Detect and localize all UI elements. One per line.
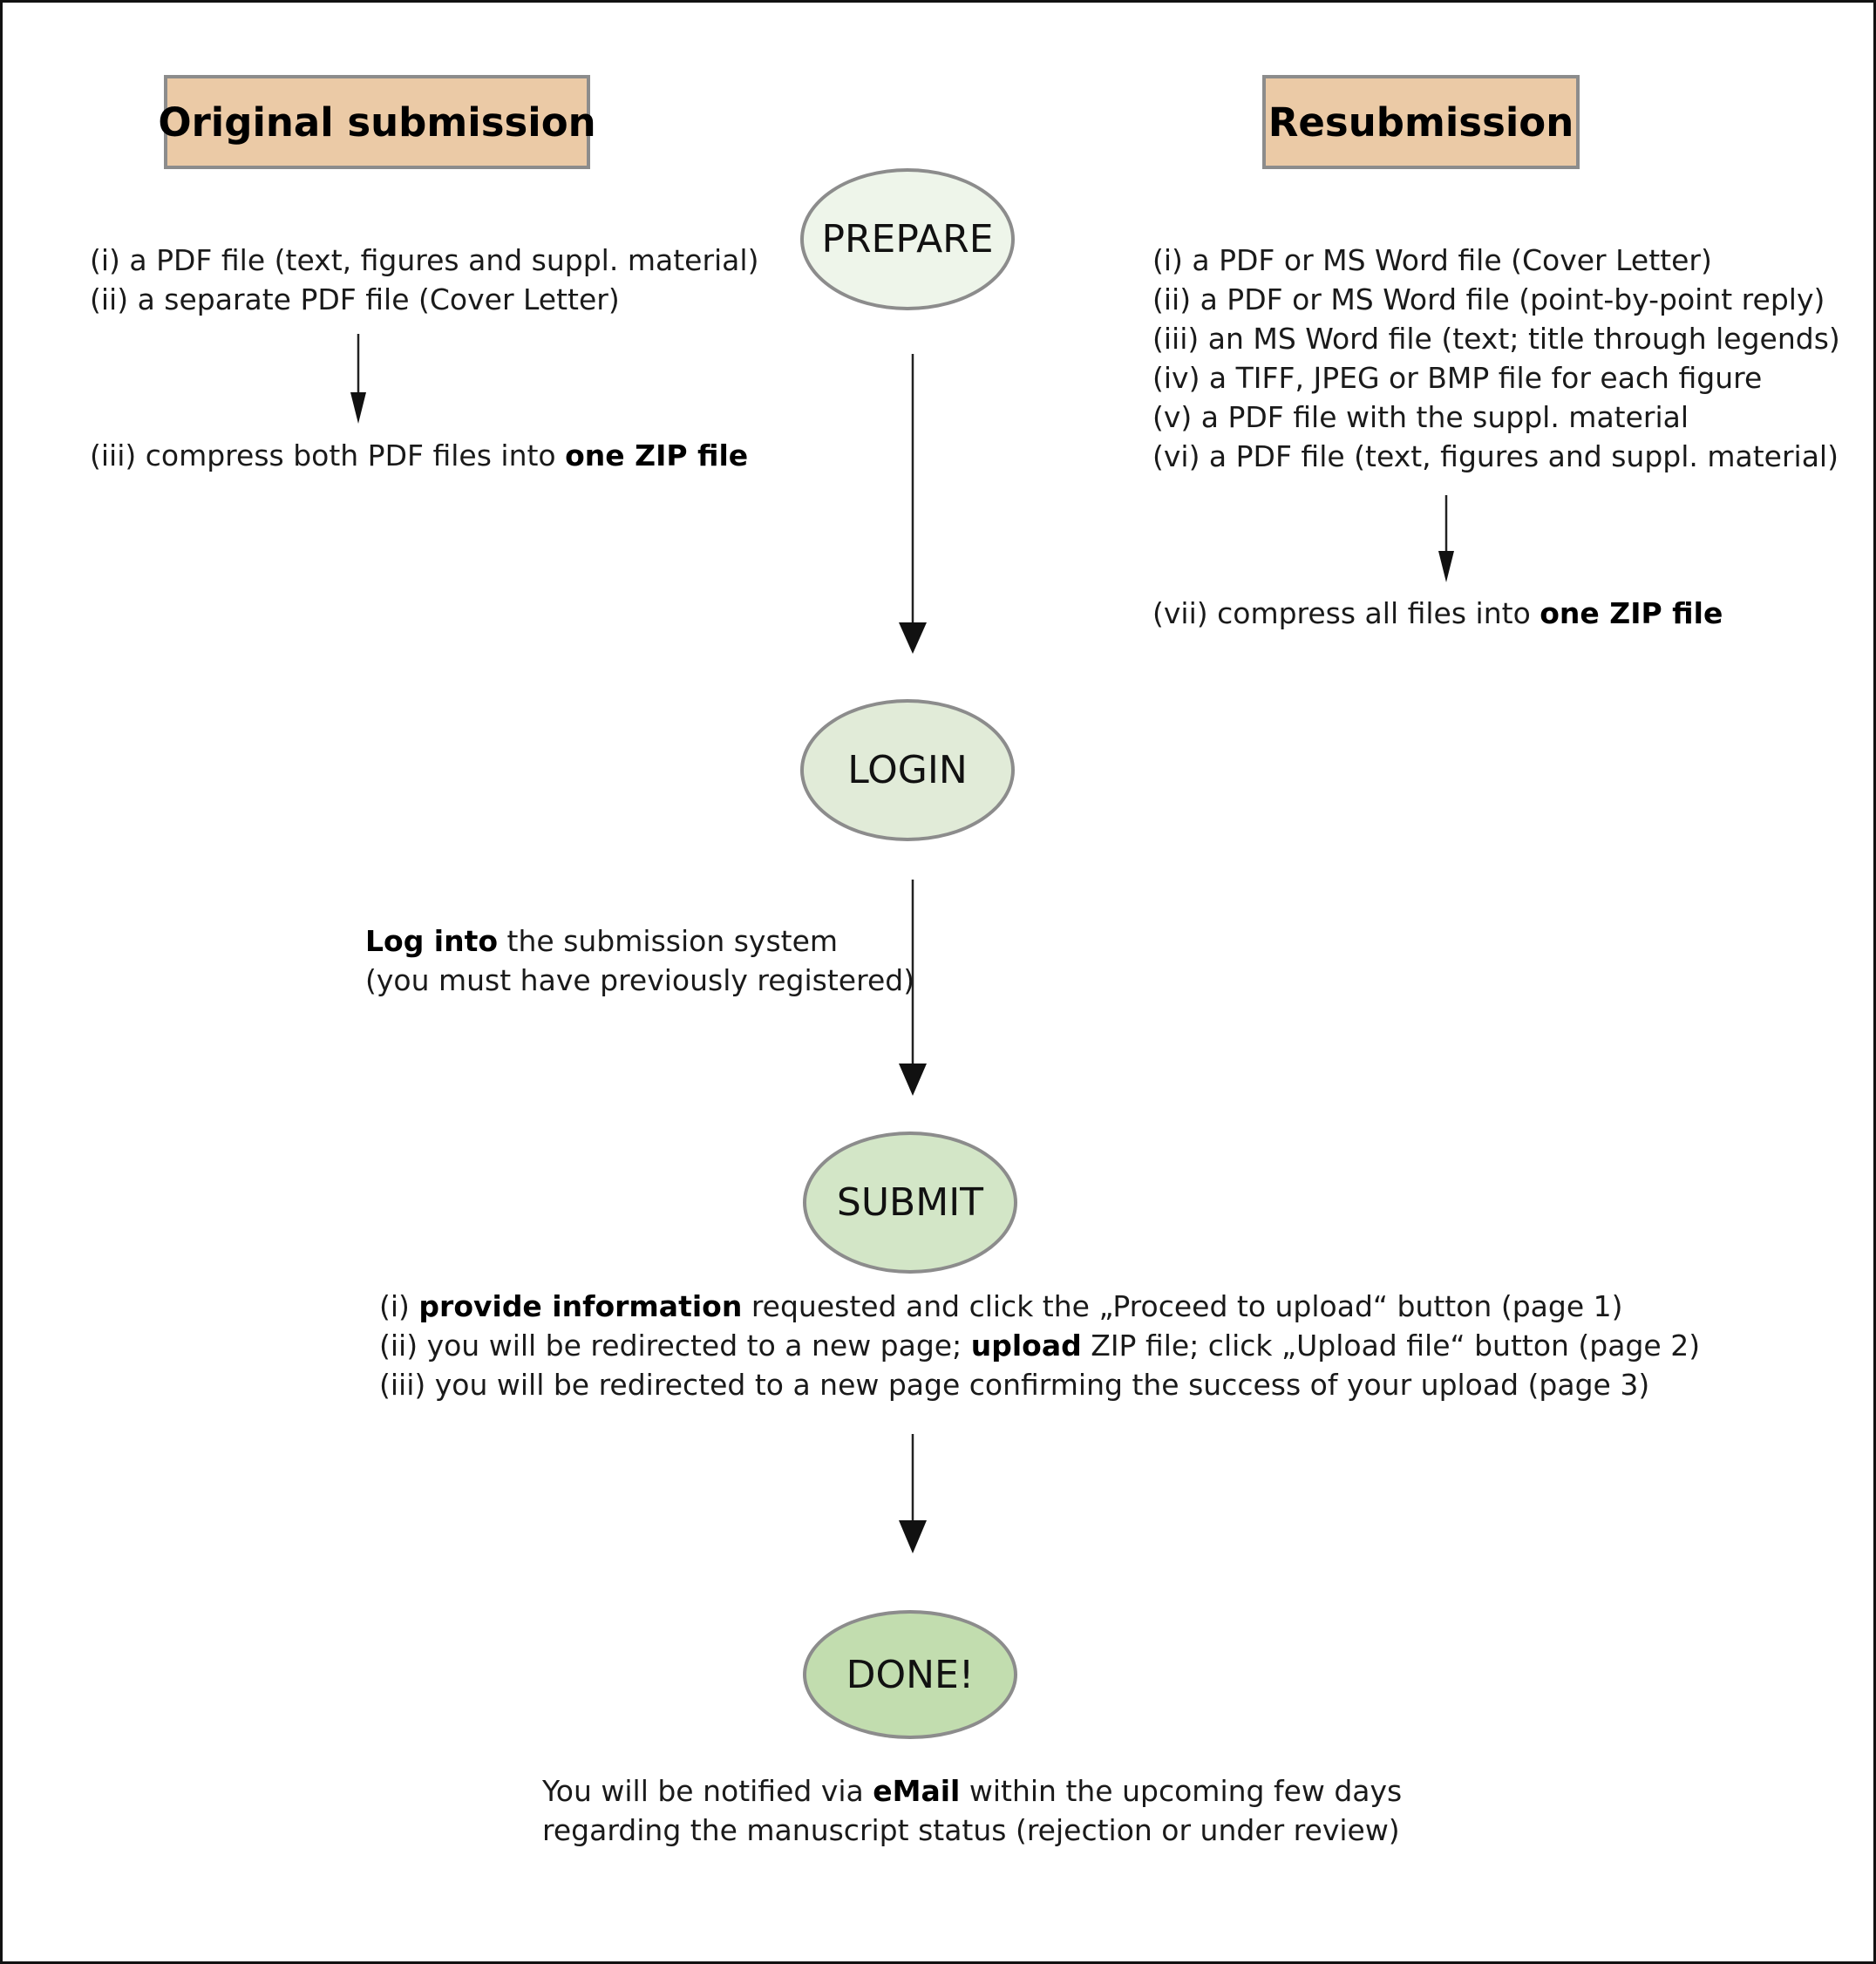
done-label: DONE! xyxy=(846,1652,975,1697)
original-submission-header: Original submission xyxy=(158,75,596,169)
resubmission-item: (ii) a PDF or MS Word file (point-by-poi… xyxy=(1152,282,1825,316)
resubmission-items-list: (i) a PDF or MS Word file (Cover Letter)… xyxy=(1152,241,1840,476)
done-bold: eMail xyxy=(873,1774,961,1808)
resubmission-compress-step: (vii) compress all files into one ZIP fi… xyxy=(1152,594,1723,633)
resubmission-item: (vi) a PDF file (text, figures and suppl… xyxy=(1152,439,1839,473)
original-compress-bold: one ZIP file xyxy=(565,438,749,472)
submit-step-1-rest: requested and click the „Proceed to uplo… xyxy=(742,1289,1623,1323)
submit-step-1-prefix: (i) xyxy=(379,1289,419,1323)
original-items-list: (i) a PDF file (text, figures and suppl.… xyxy=(90,241,758,319)
submit-label: SUBMIT xyxy=(836,1180,984,1225)
login-label: LOGIN xyxy=(847,748,968,792)
done-description: You will be notified via eMail within th… xyxy=(542,1771,1402,1850)
done-rest: within the upcoming few days xyxy=(960,1774,1403,1808)
resubmission-item: (iv) a TIFF, JPEG or BMP file for each f… xyxy=(1152,361,1763,395)
submit-step-2: (ii) you will be redirected to a new pag… xyxy=(379,1326,1700,1365)
prepare-node: PREPARE xyxy=(800,168,1015,310)
login-line-2: (you must have previously registered) xyxy=(365,963,915,997)
login-rest: the submission system xyxy=(498,924,839,958)
prepare-label: PREPARE xyxy=(821,217,994,262)
submit-step-1: (i) provide information requested and cl… xyxy=(379,1287,1700,1326)
resubmission-compress-text: (vii) compress all files into xyxy=(1152,596,1540,630)
submit-step-2-bold: upload xyxy=(970,1329,1082,1363)
submit-step-1-bold: provide information xyxy=(418,1289,743,1323)
login-node: LOGIN xyxy=(800,699,1015,841)
resubmission-item: (iii) an MS Word file (text; title throu… xyxy=(1152,322,1840,356)
login-description: Log into the submission system (you must… xyxy=(365,921,914,1000)
submit-steps: (i) provide information requested and cl… xyxy=(379,1287,1700,1404)
resubmission-item: (i) a PDF or MS Word file (Cover Letter) xyxy=(1152,243,1712,277)
original-compress-text: (iii) compress both PDF files into xyxy=(90,438,566,472)
resubmission-compress-bold: one ZIP file xyxy=(1540,596,1723,630)
original-compress-step: (iii) compress both PDF files into one Z… xyxy=(90,436,748,475)
submit-step-3: (iii) you will be redirected to a new pa… xyxy=(379,1368,1650,1402)
original-item: (i) a PDF file (text, figures and suppl.… xyxy=(90,243,759,277)
submit-step-2-prefix: (ii) you will be redirected to a new pag… xyxy=(379,1329,971,1363)
done-line-2: regarding the manuscript status (rejecti… xyxy=(542,1813,1400,1847)
done-node: DONE! xyxy=(803,1610,1017,1739)
login-bold: Log into xyxy=(365,924,499,958)
resubmission-header: Resubmission xyxy=(1262,75,1580,169)
done-prefix: You will be notified via xyxy=(542,1774,873,1808)
original-item: (ii) a separate PDF file (Cover Letter) xyxy=(90,282,620,316)
submit-node: SUBMIT xyxy=(803,1132,1017,1274)
submit-step-2-rest: ZIP file; click „Upload file“ button (pa… xyxy=(1081,1329,1701,1363)
resubmission-item: (v) a PDF file with the suppl. material xyxy=(1152,400,1689,434)
done-line-1: You will be notified via eMail within th… xyxy=(542,1771,1402,1811)
login-line-1: Log into the submission system xyxy=(365,921,914,961)
